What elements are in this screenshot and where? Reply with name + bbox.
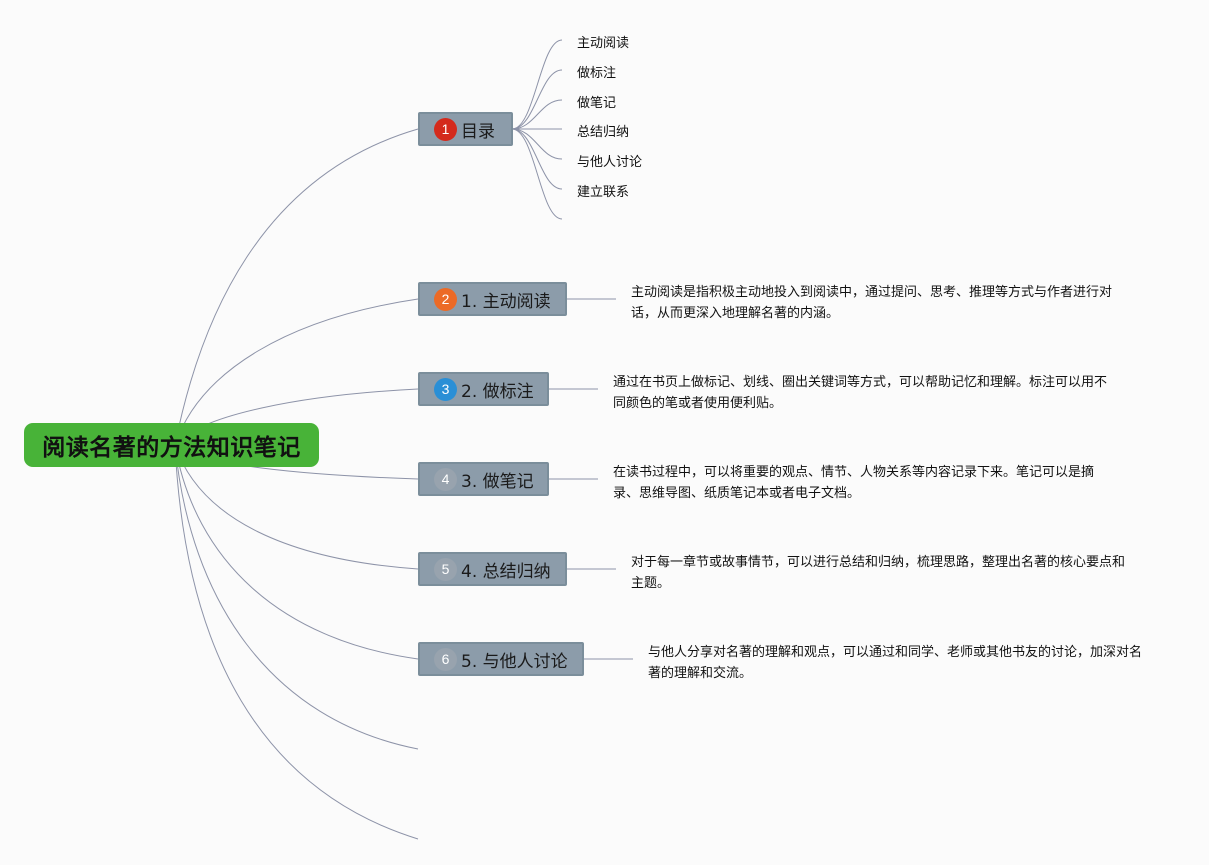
branch-annotation[interactable]: 3 2. 做标注 <box>418 372 549 406</box>
toc-leaf[interactable]: 总结归纳 <box>577 125 630 140</box>
branch-label: 3. 做笔记 <box>461 471 534 492</box>
root-topic[interactable]: 阅读名著的方法知识笔记 <box>24 423 319 467</box>
toc-leaf[interactable]: 建立联系 <box>577 185 630 200</box>
connector-root-empty-1 <box>174 444 419 750</box>
toc-leaf[interactable]: 做标注 <box>577 66 617 81</box>
connector-toc-leaf-3 <box>511 99 563 130</box>
description-discussion: 与他人分享对名著的理解和观点，可以通过和同学、老师或其他书友的讨论，加深对名著的… <box>648 645 1143 681</box>
description-summary: 对于每一章节或故事情节，可以进行总结和归纳，梳理思路，整理出名著的核心要点和主题… <box>631 555 1126 591</box>
number-badge-icon: 2 <box>434 287 457 311</box>
number-badge-icon: 1 <box>434 117 457 141</box>
connector-root-branch-5 <box>174 444 419 660</box>
branch-label: 目录 <box>461 121 495 142</box>
toc-leaf[interactable]: 与他人讨论 <box>577 155 643 170</box>
connector-toc-leaf-6 <box>511 128 563 190</box>
branch-notes[interactable]: 4 3. 做笔记 <box>418 462 549 496</box>
number-badge-icon: 3 <box>434 377 457 401</box>
connector-toc-leaf-5 <box>511 128 563 160</box>
branch-active-reading[interactable]: 2 1. 主动阅读 <box>418 282 567 316</box>
number-badge-icon: 6 <box>434 647 457 671</box>
branch-toc[interactable]: 1 目录 <box>418 112 513 146</box>
branch-label: 1. 主动阅读 <box>461 291 551 312</box>
connector-root-empty-2 <box>174 444 419 840</box>
branch-label: 2. 做标注 <box>461 381 534 402</box>
connector-toc-leaf-7 <box>511 128 563 220</box>
description-notes: 在读书过程中，可以将重要的观点、情节、人物关系等内容记录下来。笔记可以是摘录、思… <box>613 465 1095 501</box>
branch-label: 4. 总结归纳 <box>461 561 551 582</box>
number-badge-icon: 5 <box>434 557 457 581</box>
number-badge-icon: 4 <box>434 467 457 491</box>
toc-leaf[interactable]: 主动阅读 <box>577 36 630 51</box>
description-annotation: 通过在书页上做标记、划线、圈出关键词等方式，可以帮助记忆和理解。标注可以用不同颜… <box>613 375 1108 411</box>
toc-leaf[interactable]: 做笔记 <box>577 96 617 111</box>
branch-discussion[interactable]: 6 5. 与他人讨论 <box>418 642 584 676</box>
branch-summary[interactable]: 5 4. 总结归纳 <box>418 552 567 586</box>
branch-label: 5. 与他人讨论 <box>461 651 568 672</box>
description-active-reading: 主动阅读是指积极主动地投入到阅读中，通过提问、思考、推理等方式与作者进行对话，从… <box>631 285 1113 321</box>
connector-root-toc <box>174 128 419 446</box>
connector-root-branch-4 <box>174 444 419 570</box>
connector-toc-leaf-2 <box>511 69 563 130</box>
root-topic-label: 阅读名著的方法知识笔记 <box>42 435 301 461</box>
connector-root-branch-1 <box>174 298 419 446</box>
connector-toc-leaf-1 <box>511 39 563 130</box>
